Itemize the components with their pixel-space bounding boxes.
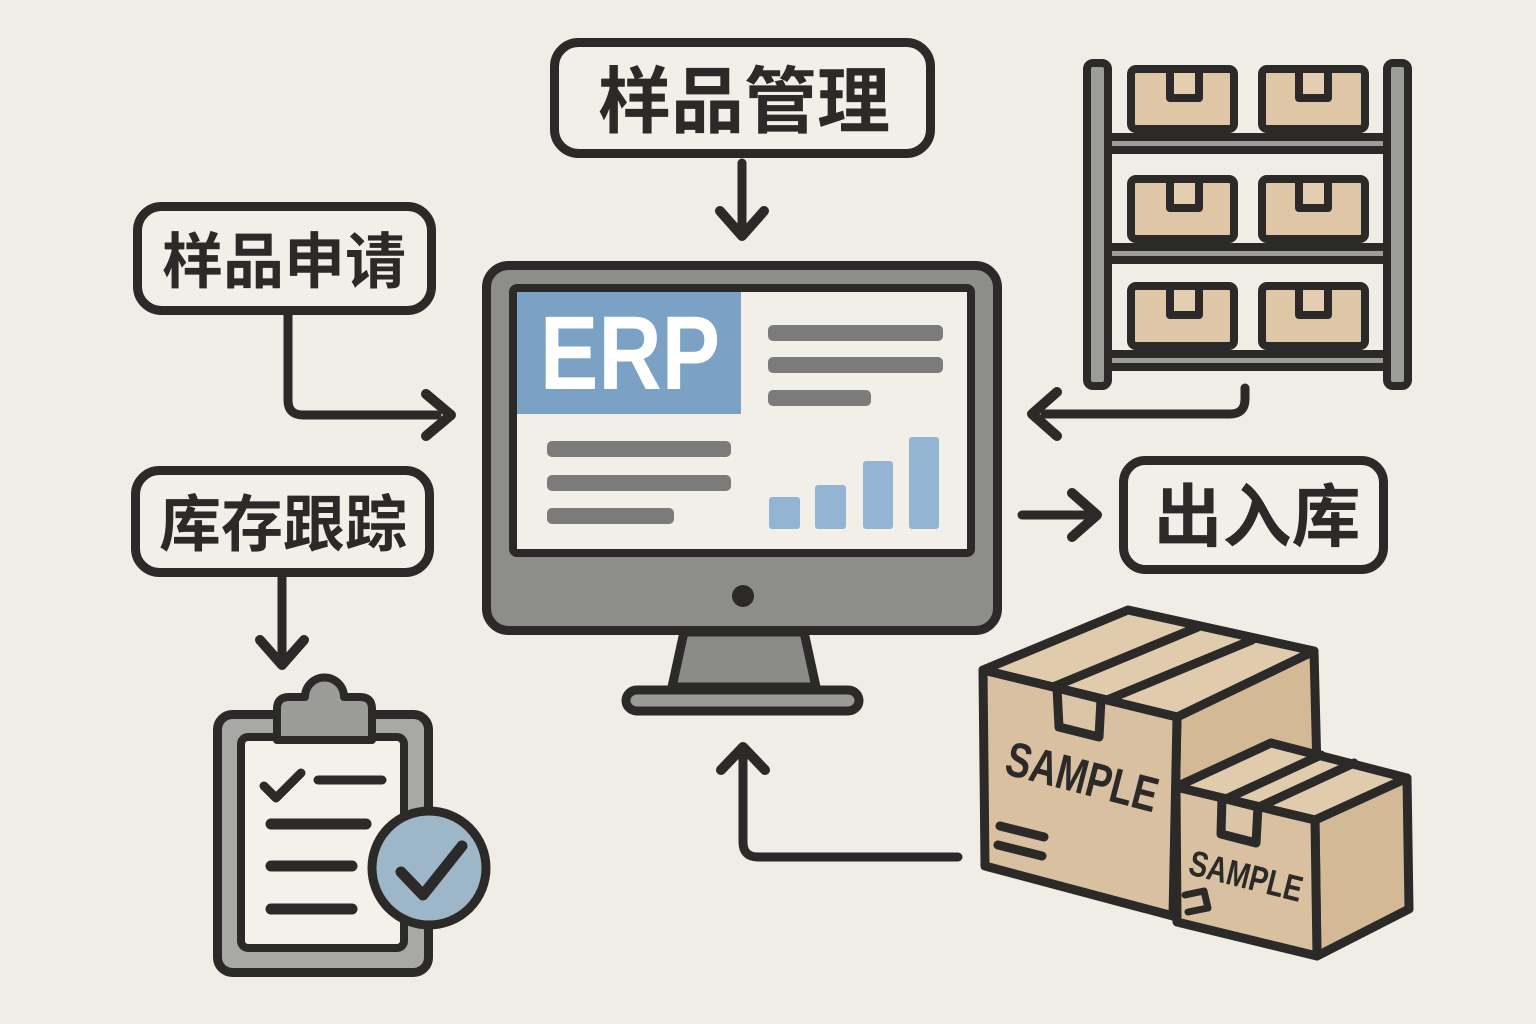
svg-text:出入库: 出入库 (1154, 461, 1361, 561)
svg-text:样品管理: 样品管理 (598, 43, 890, 149)
svg-text:库存跟踪: 库存跟踪 (159, 474, 407, 564)
svg-text:ERP: ERP (540, 295, 720, 412)
svg-text:样品申请: 样品申请 (162, 212, 406, 301)
